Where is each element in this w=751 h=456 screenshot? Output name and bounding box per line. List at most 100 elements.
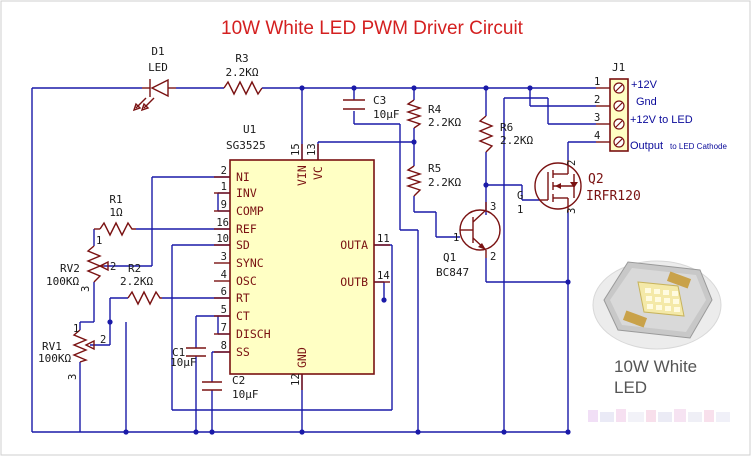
q1-pin2: 2 (490, 251, 496, 263)
pin-label-ni: NI (236, 170, 250, 184)
diagram-title: 10W White LED PWM Driver Circuit (221, 18, 524, 39)
rv2-pin1: 1 (96, 235, 102, 247)
screw-terminals (613, 82, 625, 148)
ic-bottom-pin: 12 GND (290, 347, 309, 390)
q1-ref: Q1 (443, 251, 456, 264)
resistor-r4: R4 2.2KΩ (405, 99, 461, 129)
j1-pin-num-2: 2 (594, 94, 600, 106)
capacitor-c3: C3 10µF (343, 94, 400, 121)
transistor-q1: 1 3 2 Q1 BC847 (436, 201, 501, 279)
r4-ref: R4 (428, 103, 442, 116)
pin-num-ct: 5 (221, 304, 227, 316)
pin-num-inv: 1 (221, 181, 227, 193)
rv1-ref: RV1 (42, 340, 62, 353)
c1-ref: C1 (172, 346, 185, 359)
pin-num-vin: 15 (290, 143, 302, 156)
j1-label-2: Gnd (636, 96, 657, 108)
pin-num-vc: 13 (306, 143, 318, 156)
r5-ref: R5 (428, 162, 441, 175)
j1-note-4: to LED Cathode (670, 142, 727, 151)
ic-u1: U1 SG3525 2 1 9 16 10 3 4 6 5 7 8 NI (214, 123, 390, 390)
resistor-r5: R5 2.2KΩ (405, 162, 461, 197)
j1-ref: J1 (612, 61, 625, 74)
ic-left-pins: 2 1 9 16 10 3 4 6 5 7 8 NI INV COMP REF … (214, 165, 271, 359)
pin-label-vc: VC (311, 166, 325, 180)
capacitor-c1: C1 10µF (170, 346, 206, 369)
r3-ref: R3 (235, 52, 248, 65)
pin-num-gnd: 12 (290, 373, 302, 386)
j1-label-4: Output (630, 140, 663, 152)
d1-value: LED (148, 61, 168, 74)
q2-pin-g: G (517, 190, 523, 202)
led-caption-line1: 10W White (614, 357, 697, 376)
ic-right-pins: 11 14 OUTA OUTB (340, 233, 390, 289)
pin-num-osc: 4 (221, 269, 227, 281)
q2-pin1: 1 (517, 204, 523, 216)
pin-label-outa: OUTA (340, 238, 368, 252)
r2-value: 2.2KΩ (120, 275, 153, 288)
pin-label-inv: INV (236, 186, 257, 200)
rv2-pin2: 2 (110, 261, 116, 273)
u1-ref: U1 (243, 123, 256, 136)
c3-value: 10µF (373, 108, 400, 121)
pin-label-osc: OSC (236, 274, 257, 288)
pin-label-comp: COMP (236, 204, 264, 218)
led-d1: D1 LED (132, 45, 176, 112)
q2-pin3: 3 (566, 208, 578, 214)
ic-body (229, 159, 375, 375)
pin-num-rt: 6 (221, 286, 227, 298)
led-caption-line2: LED (614, 378, 647, 397)
q2-value: IRFR120 (586, 189, 641, 204)
pin-label-ref: REF (236, 222, 257, 236)
pin-label-rt: RT (236, 291, 250, 305)
pin-label-gnd: GND (295, 347, 309, 368)
j1-pin-num-3: 3 (594, 112, 600, 124)
potentiometer-rv1: 1 2 3 RV1 100KΩ (38, 323, 106, 380)
q1-pin3: 3 (490, 201, 496, 213)
j1-label-3: +12V to LED (630, 114, 693, 126)
pin-num-outa: 11 (377, 233, 390, 245)
watermark-blur (588, 409, 730, 422)
pin-label-sd: SD (236, 238, 250, 252)
q1-pin1: 1 (453, 232, 459, 244)
pin-num-disch: 7 (221, 322, 227, 334)
r5-value: 2.2KΩ (428, 176, 461, 189)
pin-num-ni: 2 (221, 165, 227, 177)
rv1-pin3: 3 (67, 374, 79, 380)
q1-value: BC847 (436, 266, 469, 279)
r6-ref: R6 (500, 121, 513, 134)
pin-label-ct: CT (236, 309, 250, 323)
r3-value: 2.2KΩ (225, 66, 258, 79)
pin-num-ss: 8 (221, 340, 227, 352)
r1-ref: R1 (109, 193, 122, 206)
j1-pin-num-1: 1 (594, 76, 600, 88)
u1-value: SG3525 (226, 139, 266, 152)
r2-ref: R2 (128, 262, 141, 275)
rv2-ref: RV2 (60, 262, 80, 275)
r1-value: 1Ω (109, 206, 123, 219)
j1-pin-num-4: 4 (594, 130, 600, 142)
resistor-r6: R6 2.2KΩ (478, 115, 533, 153)
pin-label-ss: SS (236, 345, 250, 359)
junction-dots (107, 85, 571, 435)
rv1-value: 100KΩ (38, 352, 71, 365)
resistor-r1: R1 1Ω (94, 193, 136, 237)
pin-label-vin: VIN (295, 165, 309, 186)
q2-ref: Q2 (588, 172, 604, 187)
r4-value: 2.2KΩ (428, 116, 461, 129)
d1-ref: D1 (151, 45, 164, 58)
pin-label-sync: SYNC (236, 256, 264, 270)
pin-num-outb: 14 (377, 270, 390, 282)
led-module-illustration: 10W White LED (592, 260, 722, 397)
rv2-pin3: 3 (80, 286, 92, 292)
potentiometer-rv2: 1 2 3 RV2 100KΩ (46, 235, 116, 292)
pin-label-disch: DISCH (236, 327, 271, 341)
rv2-value: 100KΩ (46, 275, 79, 288)
mosfet-q2: G 1 2 3 Q2 IRFR120 (517, 160, 641, 216)
c1-value: 10µF (170, 356, 197, 369)
ic-top-pins: 15 13 VIN VC (290, 143, 325, 186)
q2-pin2: 2 (566, 160, 578, 166)
